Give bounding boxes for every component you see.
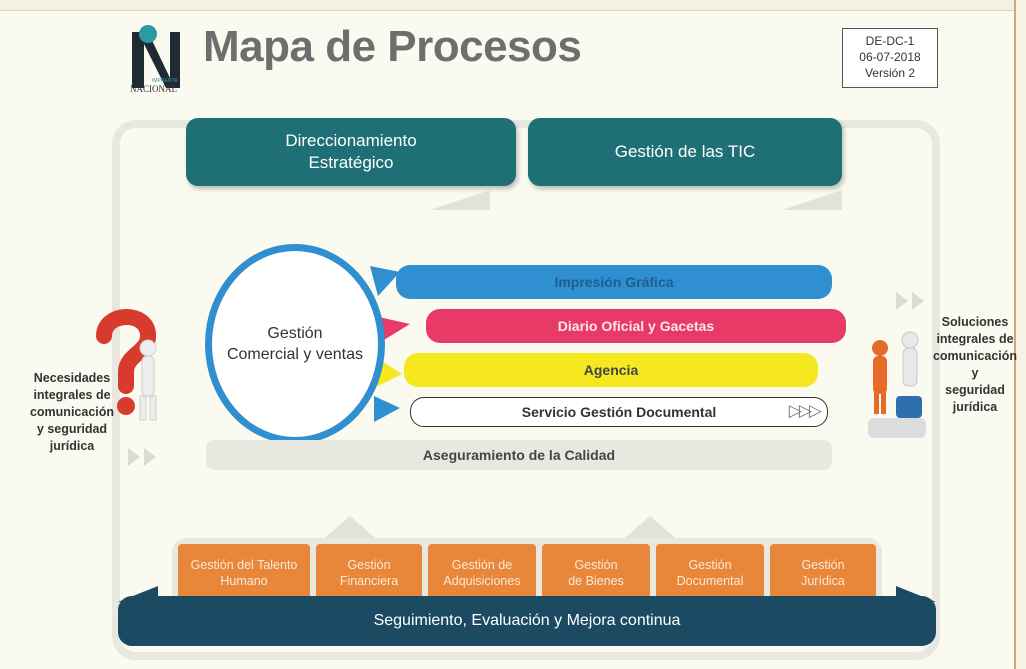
support-bienes-line1: Gestión [574,558,618,572]
document-code-box: DE-DC-1 06-07-2018 Versión 2 [842,28,938,88]
input-line-1: Necesidades [33,371,111,385]
output-line-5: jurídica [952,400,998,414]
support-adquisiciones-line1: Gestión de [451,558,513,572]
page-right-edge [1014,0,1026,669]
support-documental-line1: Gestión [688,558,732,572]
support-talento-line1: Gestión del Talento [190,558,298,572]
support-juridica-line1: Gestión [801,558,845,572]
strategic-left-line2: Estratégico [308,153,394,172]
core-bar-servicio-documental: Servicio Gestión Documental ▷▷▷ [410,397,828,427]
logo-wordmark: NACIONAL [130,84,177,94]
circle-line2: Comercial y ventas [226,346,364,363]
question-mark-icon [96,309,157,421]
process-map-frame [112,120,940,660]
strategic-process-direccionamiento: Direccionamiento Estratégico [186,118,516,186]
solution-puzzle-figure [860,326,936,451]
quality-assurance-label: Aseguramiento de la Calidad [422,447,616,463]
input-line-2: integrales de [33,388,111,402]
core-bar-diario-label: Diario Oficial y Gacetas [557,318,715,334]
input-line-4: y seguridad [36,422,108,436]
core-bar-agencia: Agencia [404,353,818,387]
logo-subtext: IMPRENTA [152,78,178,84]
core-bar-impresion-label: Impresión Gráfica [554,274,674,290]
strategic-flow-arrow-left-icon [430,190,490,210]
document-date: 06-07-2018 [859,50,921,64]
input-line-3: comunicación [29,405,115,419]
logo [126,20,186,100]
document-code: DE-DC-1 [865,34,915,48]
input-line-5: jurídica [49,439,95,453]
support-up-arrows-icon [320,516,680,542]
document-version: Versión 2 [864,66,916,80]
strategic-process-tic: Gestión de las TIC [528,118,842,186]
core-bar-servicio-label: Servicio Gestión Documental [521,404,717,420]
core-bar-agencia-label: Agencia [583,362,639,378]
support-financiera-line2: Financiera [339,574,399,588]
logo-mark-icon [132,25,180,88]
quality-assurance-bar: Aseguramiento de la Calidad [206,440,832,470]
output-label: Soluciones integrales de comunicación y … [930,314,1020,416]
strategic-left-line1: Direccionamiento [285,131,417,150]
output-line-1: Soluciones [941,315,1009,329]
support-process-bienes: Gestión de Bienes [542,544,650,602]
output-line-4: seguridad [945,383,1005,397]
page-top-edge [0,0,1026,11]
puzzle-people-icon [868,331,926,438]
circle-line1: Gestión [267,325,323,342]
question-mark-figure [96,306,166,431]
servicio-chevrons-icon: ▷▷▷ [788,401,822,420]
commercial-management-circle: Gestión Comercial y ventas [205,244,385,444]
input-label: Necesidades integrales de comunicación y… [22,370,122,455]
support-financiera-line1: Gestión [347,558,391,572]
support-juridica-line2: Jurídica [801,574,845,588]
page-title: Mapa de Procesos [203,22,582,71]
output-line-2: integrales de [936,332,1014,346]
support-documental-line2: Documental [676,574,744,588]
core-bar-impresion: Impresión Gráfica [396,265,832,299]
output-chevrons-icon [896,292,924,310]
core-bar-diario: Diario Oficial y Gacetas [426,309,846,343]
output-line-3: comunicación y [932,349,1018,380]
support-talento-line2: Humano [220,574,268,588]
support-bienes-line2: de Bienes [568,574,624,588]
strategic-flow-arrow-right-icon [782,190,842,210]
monitoring-evaluation-bar: Seguimiento, Evaluación y Mejora continu… [118,596,936,646]
support-process-adquisiciones: Gestión de Adquisiciones [428,544,536,602]
strategic-right-label: Gestión de las TIC [614,142,756,161]
support-adquisiciones-line2: Adquisiciones [443,574,521,588]
input-chevrons-icon [128,448,156,466]
monitoring-evaluation-label: Seguimiento, Evaluación y Mejora continu… [373,612,681,629]
